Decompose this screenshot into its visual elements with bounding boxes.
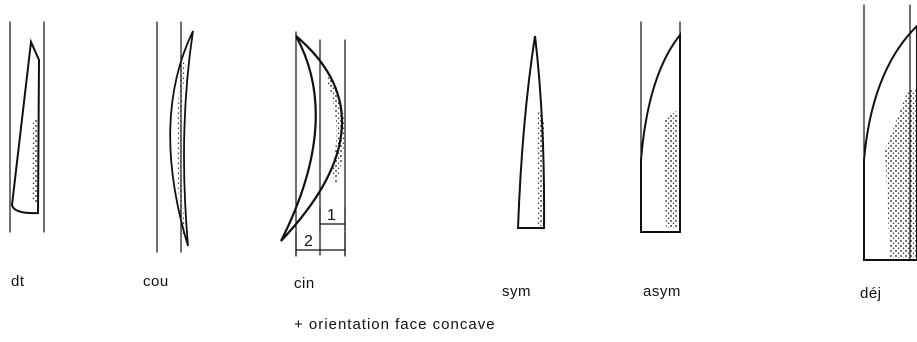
figure-dt	[9, 21, 45, 233]
figure-cin	[280, 31, 346, 257]
retouch-stipple	[664, 110, 678, 228]
figure-label-asym: asym	[643, 283, 681, 300]
bladelet-outline	[169, 30, 194, 247]
dimension-label-1: 1	[327, 207, 336, 224]
bladelet-outline	[516, 35, 546, 229]
retouch-stipple	[538, 110, 544, 226]
figure-asym	[640, 21, 681, 233]
figure-cou	[156, 21, 194, 253]
figure-label-dt: dt	[11, 273, 25, 290]
bladelet-outline	[640, 32, 681, 233]
dimension-label-2: 2	[304, 233, 313, 250]
retouch-stipple	[177, 60, 186, 240]
figure-label-dej: déj	[860, 285, 882, 302]
retouch-stipple	[885, 90, 916, 258]
retouch-stipple	[32, 118, 39, 205]
figure-dej	[863, 4, 917, 261]
figure-label-cou: cou	[143, 273, 169, 290]
figure-label-cin: cin	[294, 275, 315, 292]
bladelet-outline	[10, 38, 41, 215]
figure-sym	[516, 35, 546, 229]
caption: + orientation face concave	[294, 316, 496, 333]
figure-label-sym: sym	[502, 283, 531, 300]
bladelet-outline	[863, 24, 917, 261]
retouch-stipple	[326, 75, 345, 185]
